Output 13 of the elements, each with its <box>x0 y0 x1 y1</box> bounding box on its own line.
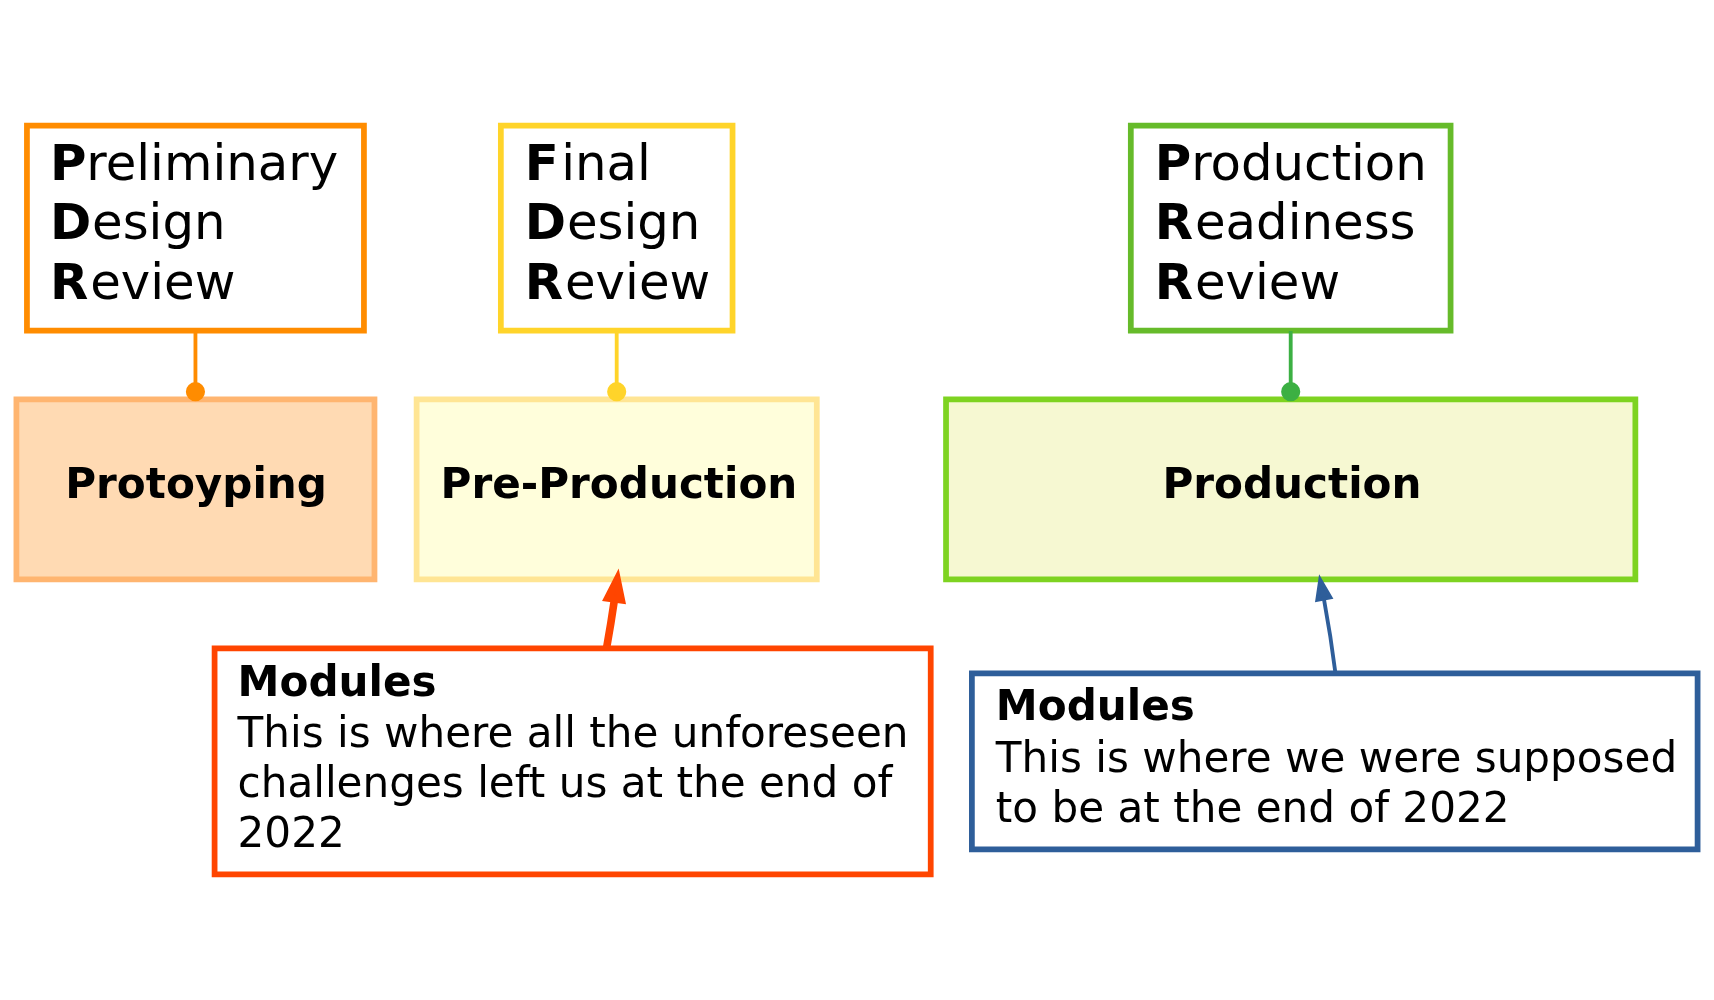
node-box: Modules This is where all the unforeseen challenges left us at the end of 2022 <box>211 645 934 878</box>
node-box: Production <box>943 396 1639 583</box>
arrow <box>602 568 627 649</box>
node-box: Pre-Production <box>413 396 820 583</box>
node-box: Protoyping <box>13 396 378 583</box>
node-box: Final Design Review <box>498 122 736 334</box>
connector <box>185 331 205 402</box>
connector <box>607 331 627 402</box>
node-box: Production Readiness Review <box>1127 122 1454 334</box>
node-box: Preliminary Design Review <box>24 122 367 334</box>
connector <box>1281 331 1301 402</box>
node-box: Modules This is where we were supposed to be at the end of 2022 <box>969 670 1701 853</box>
arrow <box>1314 574 1338 674</box>
